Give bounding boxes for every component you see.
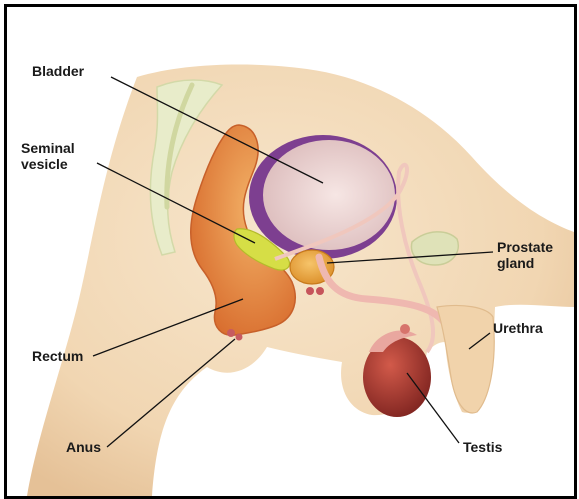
anus-label-text: Anus bbox=[66, 439, 101, 455]
prostate-gland-label: Prostate gland bbox=[497, 239, 553, 271]
testis-label-text: Testis bbox=[463, 439, 502, 455]
bulbourethral-gland-2 bbox=[316, 287, 324, 295]
anus-mark bbox=[227, 329, 235, 337]
pubic-bone bbox=[411, 232, 458, 265]
seminal-vesicle-label-line1: Seminal bbox=[21, 140, 75, 156]
rectum-label: Rectum bbox=[32, 348, 83, 364]
pelvic-anatomy-illustration bbox=[7, 7, 574, 496]
urethra-label-text: Urethra bbox=[493, 320, 543, 336]
rectum-label-text: Rectum bbox=[32, 348, 83, 364]
anus-mark-2 bbox=[236, 334, 243, 341]
diagram-frame: Bladder Seminal vesicle Prostate gland U… bbox=[4, 4, 577, 499]
bulbourethral-gland bbox=[306, 287, 314, 295]
epididymis-head bbox=[400, 324, 410, 334]
bladder-label-text: Bladder bbox=[32, 63, 84, 79]
bladder-label: Bladder bbox=[32, 63, 84, 79]
testis-label: Testis bbox=[463, 439, 502, 455]
prostate-label-line2: gland bbox=[497, 255, 553, 271]
seminal-vesicle-label-line2: vesicle bbox=[21, 156, 75, 172]
anus-label: Anus bbox=[66, 439, 101, 455]
seminal-vesicle-label: Seminal vesicle bbox=[21, 140, 75, 172]
bladder-inner bbox=[263, 140, 395, 250]
prostate-label-line1: Prostate bbox=[497, 239, 553, 255]
urethra-label: Urethra bbox=[493, 320, 543, 336]
penis-outline bbox=[437, 305, 494, 412]
